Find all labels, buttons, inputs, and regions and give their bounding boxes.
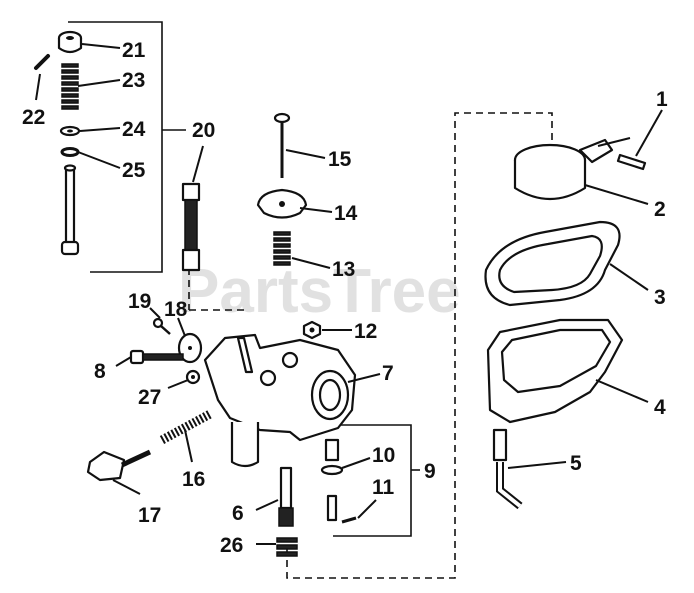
part-21-collar [57,30,83,54]
callout-7: 7 [382,362,394,385]
part-5-fitting [492,428,523,510]
part-7-carburetor-body [203,333,357,468]
callout-9: 9 [424,460,436,483]
callout-16: 16 [182,468,205,491]
part-15-screw [273,112,291,178]
callout-17: 17 [138,504,161,527]
part-24-washer [59,125,81,137]
shaft [60,164,80,256]
part-4-float-bowl [486,318,624,424]
watermark: PartsTree [178,257,461,326]
callout-10: 10 [372,444,395,467]
part-19-screw [152,317,171,335]
part-8-screw [129,349,184,365]
callout-23: 23 [122,69,145,92]
group-bracket-20 [68,21,186,273]
part-23-spring [61,63,79,110]
part-13-spring [273,231,291,266]
callout-27: 27 [138,386,161,409]
callout-15: 15 [328,148,352,171]
part-3-gasket [484,220,621,307]
group-dashed-outline [188,112,553,579]
part-27-washer [185,369,201,385]
callout-18: 18 [164,298,188,321]
part-20-needle-valve [181,182,201,272]
part-1-pin [616,153,647,171]
callout-19: 19 [128,290,151,313]
callout-24: 24 [122,118,146,141]
part-10-seat [320,438,344,476]
part-26-spring [276,537,298,557]
part-2-float [513,138,614,200]
callout-6: 6 [232,502,244,525]
part-12-nut [302,320,322,340]
callout-21: 21 [122,39,146,62]
part-16-spring [159,410,213,444]
callout-20: 20 [192,119,215,142]
callout-1: 1 [656,88,668,111]
part-11-needle [326,494,357,524]
callout-8: 8 [94,360,106,383]
part-22-pin [34,54,50,70]
part-25-oring [60,147,80,157]
callout-25: 25 [122,159,146,182]
callout-12: 12 [354,320,377,343]
callout-5: 5 [570,452,582,475]
callout-13: 13 [332,258,355,281]
callout-2: 2 [654,198,666,221]
callout-11: 11 [372,476,395,499]
callout-22: 22 [22,106,45,129]
callout-3: 3 [654,286,666,309]
callout-26: 26 [220,534,243,557]
part-14-knob [256,188,308,219]
callout-14: 14 [334,202,358,225]
leader-lines [35,43,663,545]
callout-4: 4 [654,396,666,419]
group-bracket-9 [320,424,420,537]
part-18-plate [177,332,203,364]
part-17-lever [86,449,152,482]
part-6-jet [278,466,294,527]
